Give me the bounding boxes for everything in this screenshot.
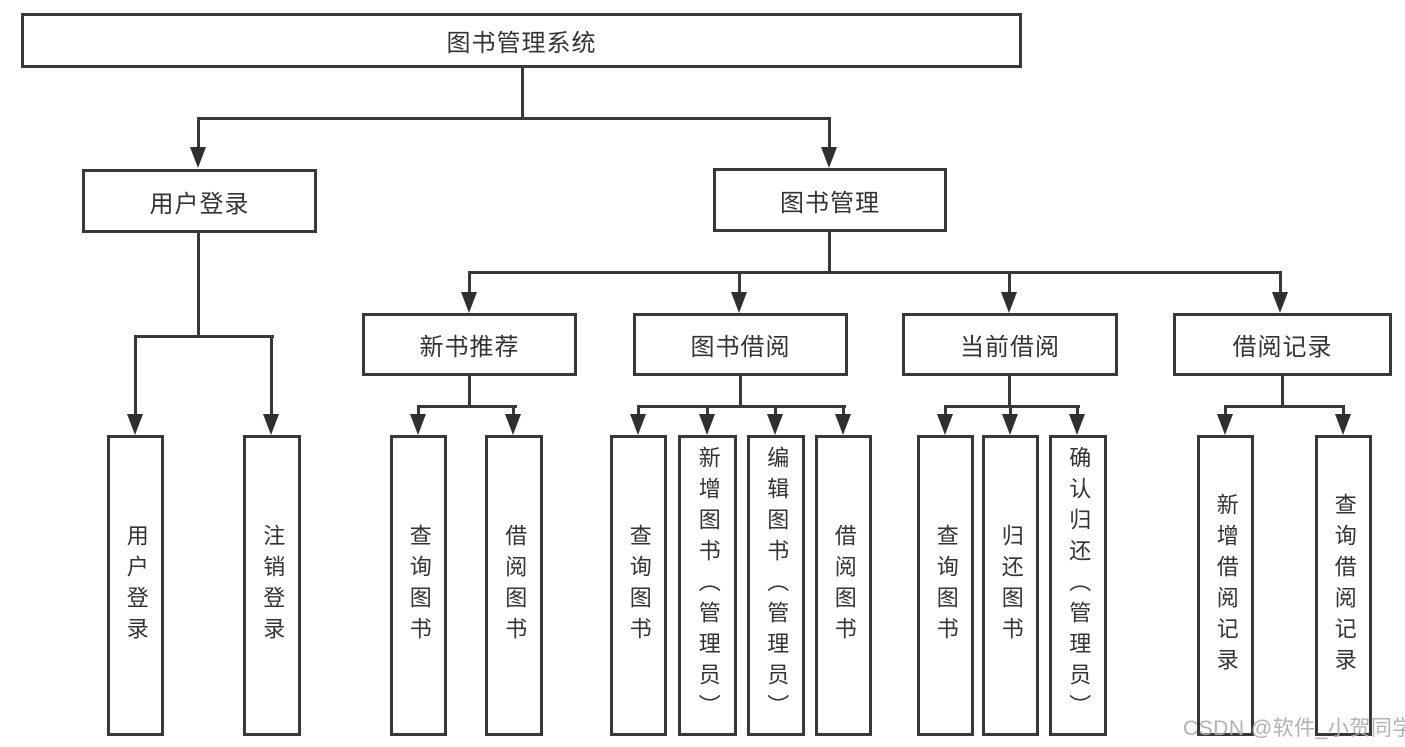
node-leaf-rec-query-books: 查询图书 [390,435,447,736]
connector-l3-horizontal [468,271,1282,274]
node-leaf-rec-borrow-books-label: 借阅图书 [502,523,528,648]
node-leaf-borrow-query-books-label: 查询图书 [626,523,652,648]
node-book-mgmt: 图书管理 [713,168,947,232]
node-root: 图书管理系统 [21,13,1022,68]
connector-book-mgmt-drop [828,117,831,151]
connector-l3-drop-4 [1279,271,1282,298]
node-leaf-rec-query-books-label: 查询图书 [406,523,432,648]
connector-g3-stem [739,376,742,407]
connector-g4-horizontal [944,405,1080,408]
connector-g2-drop-1 [417,405,420,418]
arrowhead-book-mgmt [821,147,837,168]
connector-g2-stem [468,376,471,407]
node-leaf-borrow-borrow-books-label: 借阅图书 [831,523,857,648]
connector-g3-drop-1 [637,405,640,418]
node-leaf-edit-books-admin: 编辑图书（管理员） [747,435,805,736]
node-new-book-rec: 新书推荐 [362,313,577,376]
connector-g2-horizontal [417,405,517,408]
connector-g5-drop-1 [1224,405,1227,418]
connector-l3-drop-1 [468,271,471,298]
connector-g1-stem [197,233,200,337]
connector-g5-stem [1281,376,1284,407]
connector-g3-drop-2 [706,405,709,418]
connector-l3-stem [828,232,831,273]
node-leaf-edit-books-admin-label: 编辑图书（管理员） [764,446,790,725]
node-leaf-return-books: 归还图书 [982,435,1039,736]
arrowhead-g4-3 [1069,414,1085,435]
node-book-borrow: 图书借阅 [633,313,848,376]
node-leaf-add-borrow-record-label: 新增借阅记录 [1213,492,1239,679]
arrowhead-g3-1 [630,414,646,435]
connector-l3-drop-2 [738,271,741,298]
node-user-login-label: 用户登录 [149,190,250,218]
node-current-borrow: 当前借阅 [902,313,1118,376]
node-leaf-borrow-query-books: 查询图书 [610,435,667,736]
connector-g4-drop-2 [1009,405,1012,418]
connector-user-login-drop [197,117,200,151]
node-leaf-user-login: 用户登录 [107,435,164,736]
arrowhead-g3-2 [699,414,715,435]
arrowhead-user-login [190,147,206,168]
node-leaf-borrow-borrow-books: 借阅图书 [815,435,872,736]
node-leaf-return-books-label: 归还图书 [998,523,1024,648]
node-leaf-add-books-admin-label: 新增图书（管理员） [695,446,721,725]
connector-g4-drop-1 [944,405,947,418]
node-leaf-logout-label: 注销登录 [260,523,286,648]
arrowhead-current-borrow [1001,292,1017,313]
node-borrow-records-label: 借阅记录 [1232,334,1333,361]
node-root-label: 图书管理系统 [446,30,597,57]
connector-root-horizontal [197,117,831,120]
connector-g4-drop-3 [1076,405,1079,418]
node-leaf-rec-borrow-books: 借阅图书 [485,435,543,736]
node-leaf-current-query-books-label: 查询图书 [933,523,959,648]
connector-g2-drop-2 [512,405,515,418]
connector-g3-drop-4 [842,405,845,418]
node-leaf-logout: 注销登录 [243,435,301,736]
arrowhead-g5-1 [1217,414,1233,435]
node-leaf-confirm-return-admin-label: 确认归还（管理员） [1066,446,1092,725]
connector-g4-stem [1008,376,1011,407]
node-current-borrow-label: 当前借阅 [960,334,1060,361]
connector-g3-drop-3 [774,405,777,418]
arrowhead-g4-1 [937,414,953,435]
arrowhead-g1-2 [263,414,279,435]
arrowhead-g3-4 [835,414,851,435]
connector-g3-horizontal [637,405,846,408]
node-leaf-query-borrow-record-label: 查询借阅记录 [1331,492,1357,679]
node-book-borrow-label: 图书借阅 [690,334,791,361]
node-leaf-current-query-books: 查询图书 [917,435,974,736]
connector-l3-drop-3 [1008,271,1011,298]
node-leaf-query-borrow-record: 查询借阅记录 [1315,435,1372,736]
arrowhead-g5-2 [1335,414,1351,435]
node-book-mgmt-label: 图书管理 [780,189,880,217]
node-leaf-confirm-return-admin: 确认归还（管理员） [1049,435,1107,736]
arrowhead-borrow-records [1272,292,1288,313]
arrowhead-g2-2 [505,414,521,435]
arrowhead-g1-1 [127,414,143,435]
node-new-book-rec-label: 新书推荐 [419,334,520,361]
connector-g1-drop-2 [270,335,273,417]
arrowhead-new-book-rec [461,292,477,313]
node-user-login: 用户登录 [82,169,317,233]
connector-g5-drop-2 [1342,405,1345,418]
arrowhead-g2-1 [410,414,426,435]
node-borrow-records: 借阅记录 [1173,313,1392,376]
arrowhead-g3-3 [767,414,783,435]
arrowhead-book-borrow [731,292,747,313]
node-leaf-add-borrow-record: 新增借阅记录 [1197,435,1254,736]
connector-root-stem [521,67,524,120]
arrowhead-g4-2 [1002,414,1018,435]
connector-g1-horizontal [134,335,274,338]
csdn-watermark: CSDN @软件_小贺同学 [1183,717,1405,740]
connector-g5-horizontal [1224,405,1345,408]
node-leaf-user-login-label: 用户登录 [123,523,149,648]
connector-g1-drop-1 [134,335,137,417]
node-leaf-add-books-admin: 新增图书（管理员） [678,435,737,736]
